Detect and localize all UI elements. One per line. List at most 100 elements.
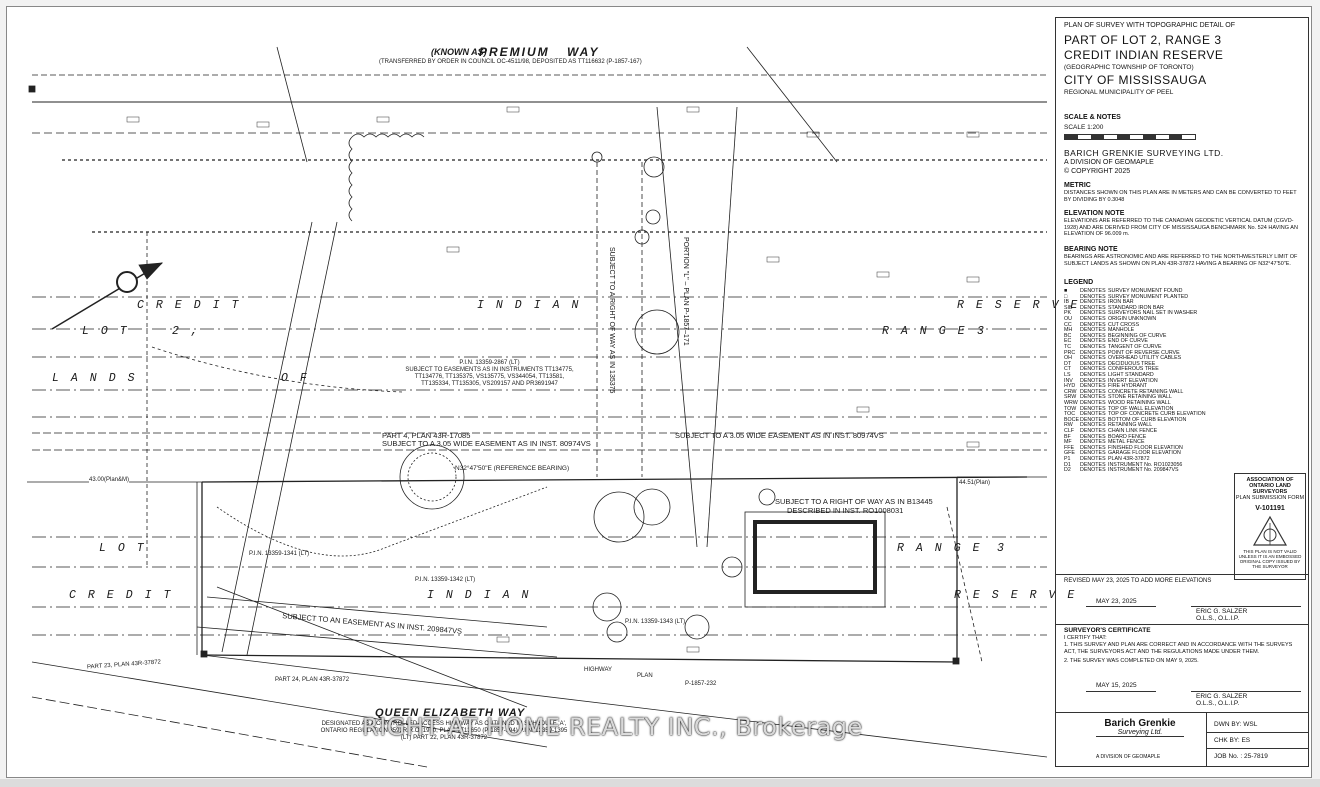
plan-1857-232: P-1857-232 bbox=[685, 681, 717, 687]
legend-denotes: DENOTES bbox=[1080, 433, 1106, 440]
legend-abbr: MF bbox=[1064, 439, 1072, 446]
legend-abbr: ■ bbox=[1064, 288, 1068, 294]
road-suffix-way: WAY bbox=[567, 45, 600, 59]
legend-meaning: METAL FENCE bbox=[1108, 439, 1145, 446]
dimension-right: 44.51(Plan) bbox=[959, 480, 991, 487]
panel-title-small: PLAN OF SURVEY WITH TOPOGRAPHIC DETAIL O… bbox=[1064, 22, 1236, 29]
panel-geo-township: (GEOGRAPHIC TOWNSHIP OF TORONTO) bbox=[1064, 64, 1194, 71]
footer-divider-v bbox=[1206, 712, 1207, 767]
panel-cert-1: 1. THIS SURVEY AND PLAN ARE CORRECT AND … bbox=[1064, 642, 1293, 655]
legend-abbr: CLF bbox=[1064, 428, 1075, 434]
legend-denotes: DENOTES bbox=[1080, 422, 1106, 429]
legend-meaning: CONIFEROUS TREE bbox=[1108, 366, 1159, 373]
legend-meaning: FINISHED FLOOR ELEVATION bbox=[1108, 444, 1183, 451]
legend-meaning: SURVEYORS NAIL SET IN WASHER bbox=[1108, 310, 1198, 317]
legend-abbr: D2 bbox=[1064, 467, 1071, 474]
label-range-number-top: 3 bbox=[977, 325, 996, 338]
panel-date-2: MAY 15, 2025 bbox=[1096, 682, 1137, 689]
panel-geomaple: A DIVISION OF GEOMAPLE bbox=[1096, 754, 1161, 760]
legend-denotes: DENOTES bbox=[1080, 400, 1106, 406]
legend-meaning: TOP OF CONCRETE CURB ELEVATION bbox=[1108, 411, 1206, 418]
panel-scale: SCALE 1:200 bbox=[1064, 124, 1104, 131]
highway-word: HIGHWAY bbox=[584, 667, 612, 673]
legend-meaning: TOP OF WALL ELEVATION bbox=[1108, 405, 1174, 412]
watermark-brokerage: RIGHT AT HOME REALTY INC., Brokerage bbox=[362, 713, 863, 741]
vertical-portion-l: PORTION "L" – PLAN P-1857–171 bbox=[682, 237, 689, 346]
legend-abbr: HYD bbox=[1064, 383, 1076, 390]
legend-denotes: DENOTES bbox=[1080, 310, 1106, 317]
panel-dwn-by: DWN BY: WSL bbox=[1214, 721, 1258, 728]
legend-denotes: DENOTES bbox=[1080, 288, 1106, 294]
survey-drawing: (KNOWN AS) PREMIUM WAY (TRANSFERRED BY O… bbox=[7, 7, 1077, 777]
pin-1342: P.I.N. 13359-1342 (LT) bbox=[415, 577, 476, 583]
reference-bearing: N32°47'50"E (REFERENCE BEARING) bbox=[455, 465, 570, 472]
legend-abbr: P1 bbox=[1064, 456, 1071, 462]
plan-word: PLAN bbox=[637, 673, 653, 679]
part24-label: PART 24, PLAN 43R-37872 bbox=[275, 677, 350, 683]
legend-abbr: FFE bbox=[1064, 444, 1075, 451]
label-range-bottom: RANGE bbox=[897, 542, 992, 555]
panel-cert-head: SURVEYOR'S CERTIFICATE bbox=[1064, 627, 1151, 634]
scale-bar bbox=[1064, 134, 1196, 140]
panel-chk-by: CHK BY: ES bbox=[1214, 737, 1251, 744]
panel-olsolip-1: O.L.S., O.L.I.P. bbox=[1196, 615, 1240, 622]
panel-bearing-head: BEARING NOTE bbox=[1064, 246, 1118, 253]
legend-meaning: RETAINING WALL bbox=[1108, 422, 1153, 429]
legend-meaning: END OF CURVE bbox=[1108, 338, 1148, 345]
label-credit-bottom: CREDIT bbox=[69, 589, 183, 602]
divider-cert bbox=[1056, 624, 1308, 625]
panel-elevation-text: ELEVATIONS ARE REFERRED TO THE CANADIAN … bbox=[1064, 218, 1298, 237]
legend-abbr: WRW bbox=[1064, 400, 1078, 406]
legend-meaning: TANGENT OF CURVE bbox=[1108, 344, 1162, 350]
legend-meaning: BOTTOM OF CURB ELEVATION bbox=[1108, 416, 1187, 423]
legend-abbr: IB bbox=[1064, 299, 1070, 306]
legend-denotes: DENOTES bbox=[1080, 405, 1106, 412]
footer-divider-2 bbox=[1206, 748, 1308, 749]
legend-meaning: MANHOLE bbox=[1108, 327, 1135, 334]
road-known-as: (KNOWN AS) bbox=[431, 47, 487, 57]
legend-denotes: DENOTES bbox=[1080, 349, 1106, 356]
signature-line-2b bbox=[1191, 691, 1301, 692]
legend-meaning: OVERHEAD UTILITY CABLES bbox=[1108, 355, 1182, 362]
label-range-number-bottom: 3 bbox=[997, 542, 1016, 555]
dimension-left: 43.00(Plan&M) bbox=[89, 477, 130, 484]
legend-abbr: CT bbox=[1064, 366, 1072, 373]
pin-main-title: P.I.N. 13359-2867 (LT) bbox=[459, 360, 520, 366]
legend-denotes: DENOTES bbox=[1080, 456, 1106, 462]
label-lot-number: 2, bbox=[172, 325, 210, 338]
pin-main: P.I.N. 13359-2867 (LT) SUBJECT TO EASEME… bbox=[402, 360, 577, 388]
label-of: OF bbox=[281, 372, 319, 385]
part4-label: PART 4, PLAN 43R-17085 bbox=[382, 431, 471, 440]
divider-revised bbox=[1056, 574, 1308, 575]
label-reserve-bottom: RESERVE bbox=[954, 589, 1087, 602]
panel-surveyor-1: ERIC G. SALZER bbox=[1196, 608, 1248, 615]
pin-main-body: SUBJECT TO EASEMENTS AS IN INSTRUMENTS T… bbox=[405, 367, 574, 387]
legend-denotes: DENOTES bbox=[1080, 388, 1106, 395]
legend-denotes: DENOTES bbox=[1080, 360, 1106, 367]
stamp-sub: PLAN SUBMISSION FORM bbox=[1235, 495, 1305, 501]
aols-stamp: ASSOCIATION OF ONTARIO LAND SURVEYORS PL… bbox=[1234, 473, 1306, 580]
legend-meaning: FIRE HYDRANT bbox=[1108, 383, 1148, 390]
legend-abbr: D1 bbox=[1064, 461, 1071, 468]
legend-abbr: RW bbox=[1064, 422, 1073, 429]
panel-olsolip-2: O.L.S., O.L.I.P. bbox=[1196, 700, 1240, 707]
panel-scale-head: SCALE & NOTES bbox=[1064, 114, 1121, 121]
legend-denotes: DENOTES bbox=[1080, 377, 1106, 384]
signature-line-2 bbox=[1086, 691, 1156, 692]
legend-meaning: ORIGIN UNKNOWN bbox=[1108, 316, 1157, 322]
legend-abbr: LS bbox=[1064, 372, 1071, 378]
legend-denotes: DENOTES bbox=[1080, 411, 1106, 418]
